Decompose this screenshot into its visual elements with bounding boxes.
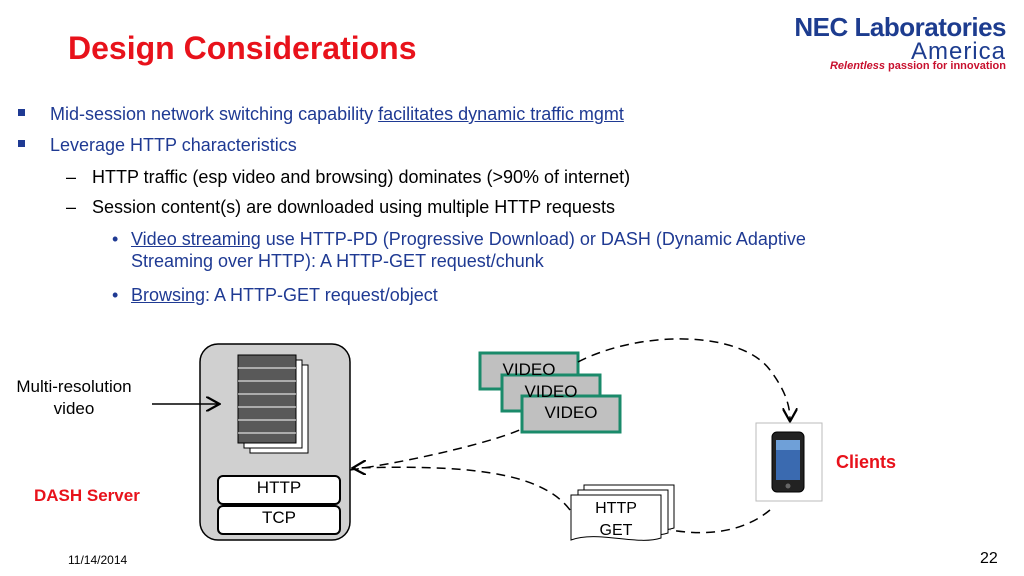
sub-sub-bullet-1-line2: Streaming over HTTP): A HTTP-GET request… xyxy=(131,251,544,271)
sub-sub-bullet-2-text: : A HTTP-GET request/object xyxy=(205,285,438,305)
sub-bullet-2: Session content(s) are downloaded using … xyxy=(92,197,615,217)
http-get-line2: GET xyxy=(599,522,633,536)
tcp-layer-box xyxy=(217,505,341,535)
video-streaming-link[interactable]: Video streaming xyxy=(131,229,261,249)
sub-sub-bullet-1: Video streaming use HTTP-PD (Progressive… xyxy=(131,228,991,272)
sub-sub-bullet-2: Browsing: A HTTP-GET request/object xyxy=(131,284,438,306)
dash-server-label: DASH Server xyxy=(34,486,140,505)
bullet-1-link[interactable]: facilitates dynamic traffic mgmt xyxy=(378,104,624,124)
multires-label: Multi-resolution video xyxy=(0,376,148,420)
dash-icon: – xyxy=(66,167,77,187)
video-files-icon xyxy=(237,354,309,454)
video-label-3: VIDEO xyxy=(544,403,598,422)
bullet-square-icon xyxy=(18,109,25,116)
page-number: 22 xyxy=(980,550,998,567)
sub-sub-bullet-1-line1: use HTTP-PD (Progressive Download) or DA… xyxy=(260,229,806,249)
video-label-2: VIDEO xyxy=(524,382,578,398)
dot-icon: • xyxy=(112,285,119,305)
sub-bullet-1: HTTP traffic (esp video and browsing) do… xyxy=(92,167,631,187)
nec-logo: NEC Laboratories America Relentless pass… xyxy=(790,10,1012,72)
smartphone-icon xyxy=(755,422,823,502)
bullet-square-icon xyxy=(18,140,25,147)
slide-title: Design Considerations xyxy=(68,30,417,66)
get-to-server-arrow xyxy=(354,467,571,511)
logo-tagline-rest: passion for innovation xyxy=(884,60,1006,72)
http-layer-box xyxy=(217,475,341,505)
http-label: HTTP xyxy=(256,478,302,497)
logo-tagline-italic: Relentless xyxy=(829,60,885,72)
dot-icon: • xyxy=(112,229,119,249)
video-label-1: VIDEO xyxy=(502,360,556,376)
footer-date: 11/14/2014 xyxy=(68,553,128,567)
logo-tagline: Relentless passion for innovation xyxy=(830,60,1006,72)
browsing-link[interactable]: Browsing xyxy=(131,285,206,305)
logo-line-1: NEC Laboratories xyxy=(794,12,1006,42)
multires-label-line1: Multi-resolution xyxy=(16,377,132,396)
client-to-get-path xyxy=(669,509,771,534)
http-get-line1: HTTP xyxy=(595,500,637,517)
tcp-label: TCP xyxy=(262,508,296,527)
http-get-docs xyxy=(570,484,675,541)
bullet-2: Leverage HTTP characteristics xyxy=(50,135,297,155)
bullet-1: Mid-session network switching capability… xyxy=(50,103,624,125)
video-chunks xyxy=(478,351,622,434)
multires-label-line2: video xyxy=(53,399,95,418)
logo-line-2: America xyxy=(910,38,1006,65)
http-get-label: HTTP GET xyxy=(571,498,661,536)
video-to-client-arrow xyxy=(577,338,790,420)
bullet-1-text: Mid-session network switching capability xyxy=(50,104,379,124)
server-to-video-path xyxy=(349,427,525,471)
clients-label: Clients xyxy=(836,452,897,472)
dash-icon: – xyxy=(66,197,77,217)
